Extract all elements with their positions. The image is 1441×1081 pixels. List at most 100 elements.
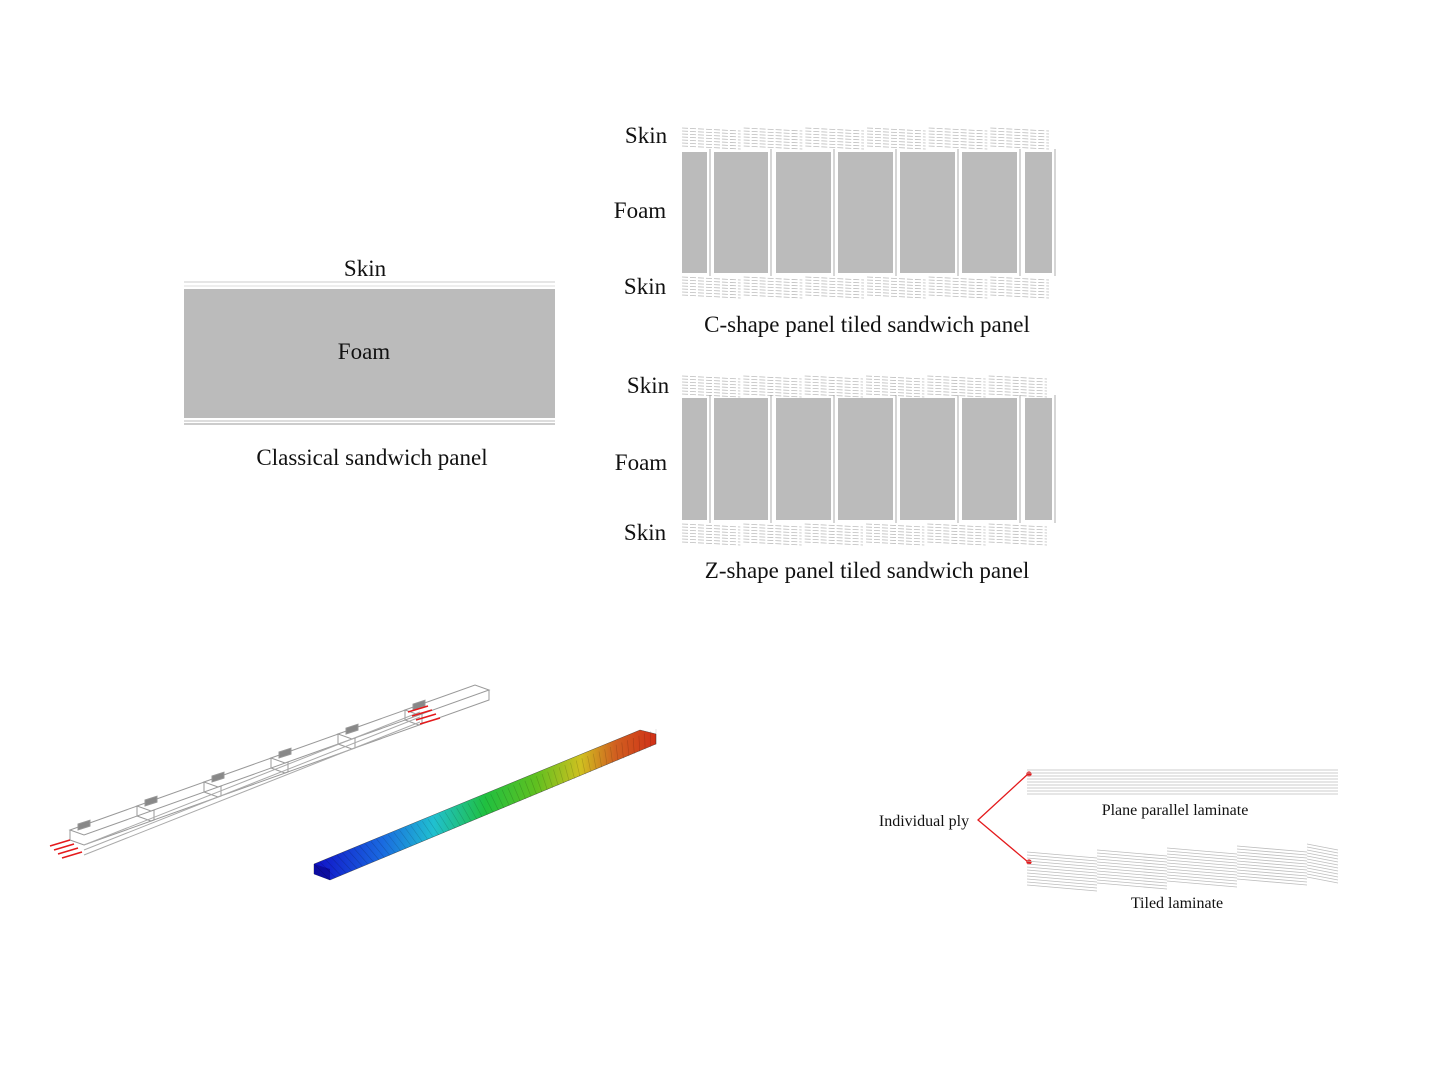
skin-ply-line: [805, 139, 865, 144]
skin-ply-line: [865, 526, 925, 531]
mesh-line: [376, 839, 390, 856]
skin-ply-line: [743, 390, 802, 395]
z-top-skin-plies: [681, 375, 1048, 398]
ply-line: [1236, 851, 1308, 859]
skin-ply-line: [681, 285, 741, 290]
skin-ply-line: [805, 127, 865, 132]
classical-skin-label: Skin: [344, 256, 387, 281]
ply-line: [1236, 845, 1308, 853]
skin-ply-line: [927, 381, 986, 386]
skin-ply-line: [866, 127, 926, 132]
skin-ply-line: [928, 282, 988, 287]
skin-ply-line: [927, 532, 986, 537]
mesh-line: [541, 773, 548, 791]
skin-ply-line: [927, 538, 986, 543]
skin-ply-line: [804, 535, 864, 540]
wire-block-side: [136, 786, 222, 822]
foam-tile: [1025, 152, 1052, 273]
individual-ply-label: Individual ply: [879, 813, 969, 830]
mesh-line: [336, 854, 352, 872]
ply-line: [1166, 880, 1238, 888]
ply-line: [1096, 876, 1168, 884]
skin-ply-line: [805, 142, 865, 147]
skin-ply-line: [743, 291, 803, 296]
ply-line: [1236, 863, 1308, 871]
skin-ply-line: [928, 291, 988, 296]
plane-parallel-laminate: [1027, 769, 1338, 795]
skin-ply-line: [928, 130, 988, 135]
mesh-line: [450, 809, 461, 827]
skin-ply-line: [866, 291, 926, 296]
wire-block-top: [336, 708, 424, 740]
mesh-line: [564, 764, 570, 782]
z-foam-label: Foam: [615, 450, 668, 475]
skin-ply-line: [990, 136, 1050, 141]
skin-ply-line: [865, 375, 925, 380]
skin-ply-line: [928, 279, 988, 284]
skin-ply-line: [988, 375, 1048, 380]
skin-ply-line: [681, 294, 741, 299]
skin-ply-line: [805, 145, 865, 150]
skin-ply-line: [743, 279, 803, 284]
skin-ply-line: [865, 378, 925, 383]
c-skin-bottom-label: Skin: [624, 274, 667, 299]
skin-ply-line: [805, 294, 865, 299]
ply-line: [1236, 848, 1308, 856]
skin-ply-line: [928, 294, 988, 299]
ply-line: [1026, 875, 1098, 883]
skin-ply-line: [928, 139, 988, 144]
skin-ply-line: [743, 384, 802, 389]
skin-ply-line: [805, 276, 865, 281]
ply-line: [1166, 862, 1238, 870]
contour-beam-result: [313, 729, 657, 881]
skin-ply-line: [743, 535, 802, 540]
skin-ply-line: [927, 523, 986, 528]
ply-line: [1166, 868, 1238, 876]
skin-ply-line: [866, 139, 926, 144]
mesh-line: [547, 771, 554, 788]
mesh-line: [467, 803, 477, 820]
skin-ply-line: [865, 523, 925, 528]
ply-line: [1096, 861, 1168, 869]
mesh-line: [558, 767, 564, 784]
mesh-line: [621, 742, 624, 759]
skin-ply-line: [928, 142, 988, 147]
skin-ply-line: [681, 538, 741, 543]
mesh-line: [513, 785, 521, 802]
ply-line: [1306, 867, 1339, 875]
skin-ply-line: [990, 291, 1050, 296]
ply-line: [1236, 872, 1308, 880]
mesh-line: [496, 791, 505, 809]
mesh-line: [461, 805, 472, 822]
skin-ply-line: [927, 535, 986, 540]
ply-line: [1306, 855, 1339, 863]
z-shape-panel: Skin Foam Skin Z-shape panel tiled sandw…: [615, 373, 1056, 583]
skin-ply-line: [866, 145, 926, 150]
skin-ply-line: [990, 139, 1050, 144]
ply-line: [1166, 853, 1238, 861]
mesh-line: [581, 758, 586, 775]
skin-ply-line: [866, 285, 926, 290]
skin-ply-line: [990, 282, 1050, 287]
skin-ply-line: [928, 136, 988, 141]
ply-line: [1096, 858, 1168, 866]
ply-line: [1166, 859, 1238, 867]
skin-ply-line: [865, 390, 925, 395]
skin-ply-line: [681, 390, 741, 395]
skin-ply-line: [743, 381, 802, 386]
mesh-line: [575, 760, 581, 777]
skin-ply-line: [990, 276, 1050, 281]
skin-ply-line: [928, 288, 988, 293]
wire-block-side: [404, 690, 490, 726]
mesh-line: [598, 751, 602, 768]
ply-pointer-arrows-icon: [977, 771, 1032, 865]
skin-ply-line: [804, 378, 864, 383]
skin-ply-line: [927, 393, 986, 398]
skin-ply-line: [865, 384, 925, 389]
skin-ply-line: [866, 282, 926, 287]
skin-ply-line: [681, 378, 741, 383]
wire-block-hatch: [77, 819, 91, 831]
parallel-laminate-caption: Plane parallel laminate: [1102, 802, 1249, 819]
foam-tile: [1025, 398, 1052, 520]
